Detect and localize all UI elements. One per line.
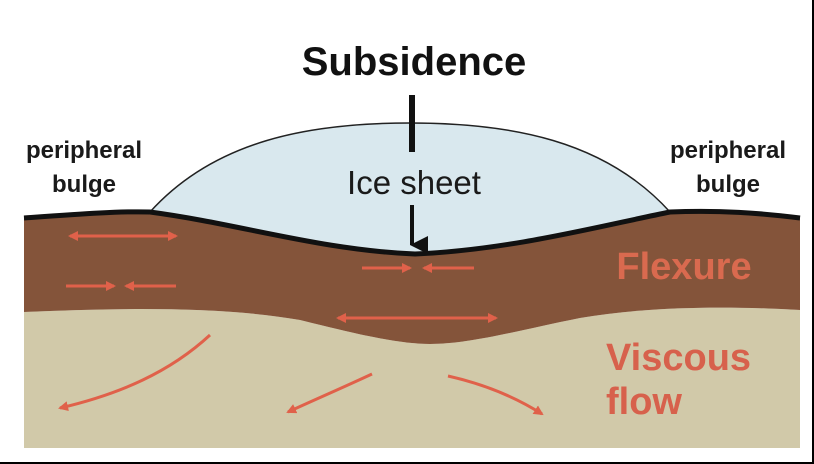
ice-sheet-label: Ice sheet [347,164,481,201]
mantle-layer [24,307,800,448]
right-bulge-label-line-1: peripheral [670,137,786,164]
viscous-arrow-left [58,333,212,412]
flexure-label: Flexure [616,246,751,288]
viscous-arrow-right [447,374,544,416]
left-bulge-label-line-2: bulge [52,171,116,198]
left-bulge-label-line-1: peripheral [26,137,142,164]
viscous-flow-arrows [58,333,544,416]
surface-line [23,208,801,257]
ice-sheet [150,123,670,254]
flexure-arrows [66,231,498,323]
viscous-arrow-center [286,372,373,414]
viscous-label-line-2: flow [606,381,682,423]
viscous-label-line-1: Viscous [606,337,751,379]
subsidence-label: Subsidence [302,40,527,84]
right-bulge-label-line-2: bulge [696,171,760,198]
lithosphere-layer [24,211,800,344]
